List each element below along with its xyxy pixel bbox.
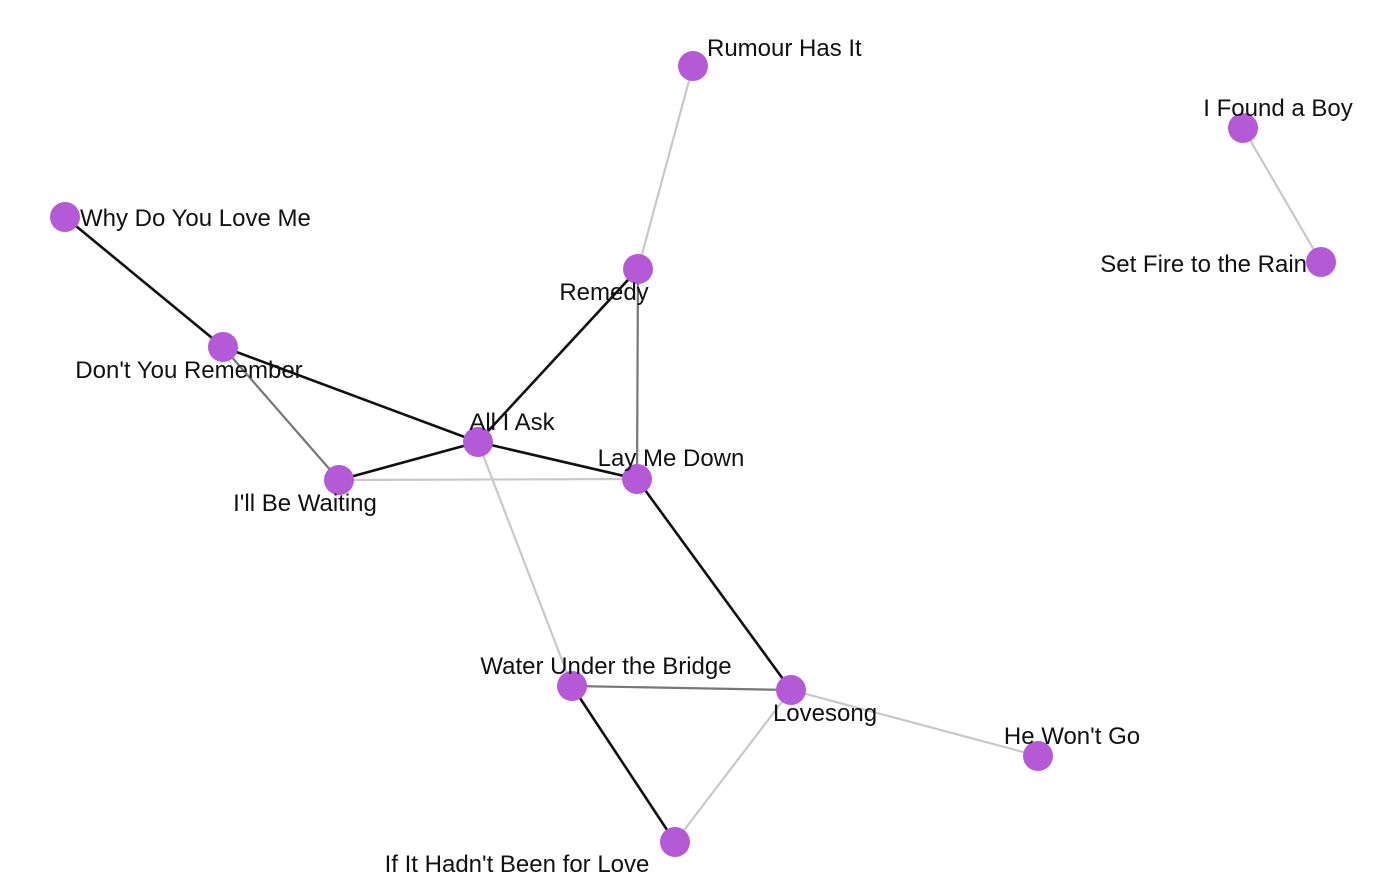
node-ifit[interactable] bbox=[660, 827, 690, 857]
node-label-water: Water Under the Bridge bbox=[480, 653, 731, 680]
node-setfire[interactable] bbox=[1306, 247, 1336, 277]
edge-water-lovesong bbox=[571, 684, 792, 692]
node-label-whydo: Why Do You Love Me bbox=[80, 205, 311, 232]
edge-dontyou-waiting bbox=[222, 346, 340, 481]
edge-remedy-laymedown bbox=[635, 268, 640, 480]
node-label-hewont: He Won't Go bbox=[1004, 723, 1140, 750]
edge-lovesong-hewont bbox=[790, 688, 1039, 758]
node-label-setfire: Set Fire to the Rain bbox=[1100, 251, 1307, 278]
node-lovesong[interactable] bbox=[776, 675, 806, 705]
node-label-foundboy: I Found a Boy bbox=[1203, 95, 1352, 122]
edge-waiting-laymedown bbox=[338, 477, 638, 482]
edge-whydo-dontyou bbox=[64, 215, 224, 349]
node-whydo[interactable] bbox=[50, 202, 80, 232]
edge-foundboy-setfire bbox=[1242, 127, 1322, 263]
node-dontyou[interactable] bbox=[208, 332, 238, 362]
node-allask[interactable] bbox=[463, 427, 493, 457]
node-rumour[interactable] bbox=[678, 51, 708, 81]
node-label-allask: All I Ask bbox=[469, 409, 555, 436]
node-label-dontyou: Don't You Remember bbox=[75, 357, 302, 384]
edge-allask-water bbox=[476, 441, 574, 687]
edge-lovesong-ifit bbox=[674, 689, 792, 843]
node-label-laymedown: Lay Me Down bbox=[598, 445, 745, 472]
edge-allask-waiting bbox=[338, 440, 479, 482]
node-label-waiting: I'll Be Waiting bbox=[233, 490, 377, 517]
edge-laymedown-lovesong bbox=[635, 478, 793, 691]
node-label-lovesong: Lovesong bbox=[773, 700, 877, 727]
edges-layer bbox=[64, 65, 1322, 843]
edge-rumour-remedy bbox=[636, 65, 695, 270]
nodes-layer bbox=[50, 51, 1336, 857]
node-label-rumour: Rumour Has It bbox=[707, 35, 862, 62]
node-waiting[interactable] bbox=[324, 465, 354, 495]
edge-allask-laymedown bbox=[477, 440, 638, 481]
node-remedy[interactable] bbox=[623, 254, 653, 284]
node-foundboy[interactable] bbox=[1228, 113, 1258, 143]
node-water[interactable] bbox=[557, 671, 587, 701]
node-hewont[interactable] bbox=[1023, 741, 1053, 771]
edge-remedy-allask bbox=[477, 268, 639, 443]
node-laymedown[interactable] bbox=[622, 464, 652, 494]
edge-dontyou-allask bbox=[222, 345, 479, 444]
node-label-ifit: If It Hadn't Been for Love bbox=[385, 851, 650, 878]
edge-water-ifit bbox=[570, 685, 677, 843]
node-label-remedy: Remedy bbox=[559, 279, 648, 306]
